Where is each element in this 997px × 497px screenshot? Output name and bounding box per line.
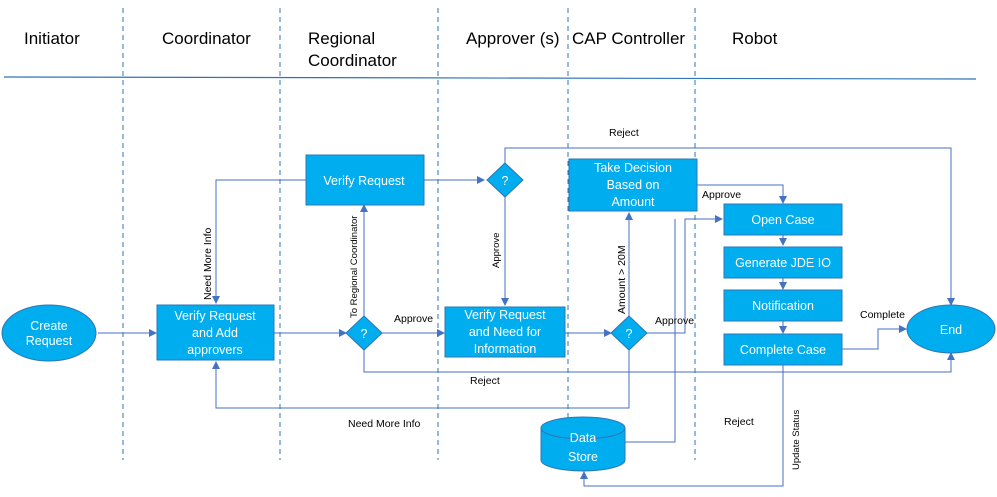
- lane-coordinator: Coordinator: [162, 29, 251, 48]
- lane-regional: Regional: [308, 29, 375, 48]
- label-approve-vertical: Approve: [491, 233, 502, 268]
- verify-add-approvers-line2: and Add: [192, 326, 238, 340]
- open-case-node: Open Case: [723, 203, 843, 236]
- label-reject-mid: Reject: [470, 375, 500, 387]
- lane-cap-controller: CAP Controller: [572, 29, 685, 48]
- edge-need-more-info-bottom: [212, 350, 630, 409]
- verify-need-info-line1: Verify Request: [464, 308, 546, 322]
- label-reject-robot: Reject: [724, 416, 754, 428]
- edge-update-status: [580, 365, 784, 487]
- label-approve-2: Approve: [655, 315, 694, 327]
- label-need-more-info-bottom: Need More Info: [348, 418, 421, 430]
- lane-approvers: Approver (s): [466, 29, 560, 48]
- data-store-node: Data Store: [540, 416, 626, 472]
- take-decision-line2: Based on: [607, 178, 660, 192]
- edge-need-more-info-top: [212, 179, 306, 304]
- decision-2-label: ?: [502, 174, 509, 188]
- verify-request-label: Verify Request: [323, 174, 405, 188]
- edge-approve-2: [647, 215, 723, 334]
- notification-label: Notification: [752, 299, 814, 313]
- decision-2: ?: [486, 162, 524, 198]
- label-complete: Complete: [860, 309, 905, 321]
- edge-datastore-to-opencase: [625, 219, 676, 443]
- label-approve-1: Approve: [394, 313, 433, 325]
- edge-complete-to-end: [842, 325, 907, 350]
- decision-1: ?: [345, 315, 383, 351]
- label-to-regional-coordinator: To Regional Coordinator: [349, 216, 360, 318]
- lane-robot: Robot: [732, 29, 778, 48]
- label-reject-top: Reject: [609, 127, 639, 139]
- verify-need-info-line3: Information: [474, 342, 537, 356]
- complete-case-label: Complete Case: [740, 343, 826, 357]
- decision-3-label: ?: [626, 327, 633, 341]
- label-approve-3: Approve: [702, 189, 741, 201]
- edge-reject-top: [504, 147, 955, 306]
- lane-initiator: Initiator: [24, 29, 80, 48]
- open-case-label: Open Case: [751, 213, 814, 227]
- create-request-line2: Request: [26, 334, 73, 348]
- create-request-line1: Create: [30, 319, 68, 333]
- create-request-node: Create Request: [1, 304, 97, 362]
- verify-add-approvers-line1: Verify Request: [174, 309, 256, 323]
- decision-3: ?: [610, 315, 648, 351]
- verify-add-approvers-node: Verify Request and Add approvers: [156, 304, 275, 361]
- decision-1-label: ?: [361, 327, 368, 341]
- take-decision-line3: Amount: [611, 195, 655, 209]
- label-amount-gt-20m: Amount > 20M: [616, 245, 628, 314]
- take-decision-line1: Take Decision: [594, 161, 672, 175]
- take-decision-node: Take Decision Based on Amount: [568, 158, 698, 212]
- data-store-line1: Data: [570, 431, 596, 445]
- label-update-status: Update Status: [791, 410, 802, 470]
- verify-need-info-line2: and Need for: [469, 325, 541, 339]
- notification-node: Notification: [723, 289, 843, 322]
- label-need-more-info-vertical: Need More Info: [202, 227, 214, 300]
- generate-jde-node: Generate JDE IO: [723, 246, 843, 279]
- verify-need-info-node: Verify Request and Need for Information: [444, 306, 566, 358]
- end-node: End: [906, 304, 996, 354]
- edge-approve-3: [697, 184, 787, 204]
- complete-case-node: Complete Case: [723, 333, 843, 366]
- lane-regional-coordinator: Coordinator: [308, 51, 397, 70]
- verify-add-approvers-line3: approvers: [187, 343, 243, 357]
- edge-reject-mid: [363, 350, 955, 373]
- data-store-line2: Store: [568, 450, 598, 464]
- end-label: End: [940, 323, 962, 337]
- verify-request-node: Verify Request: [305, 154, 425, 206]
- generate-jde-label: Generate JDE IO: [735, 256, 831, 270]
- header-divider: [3, 76, 977, 80]
